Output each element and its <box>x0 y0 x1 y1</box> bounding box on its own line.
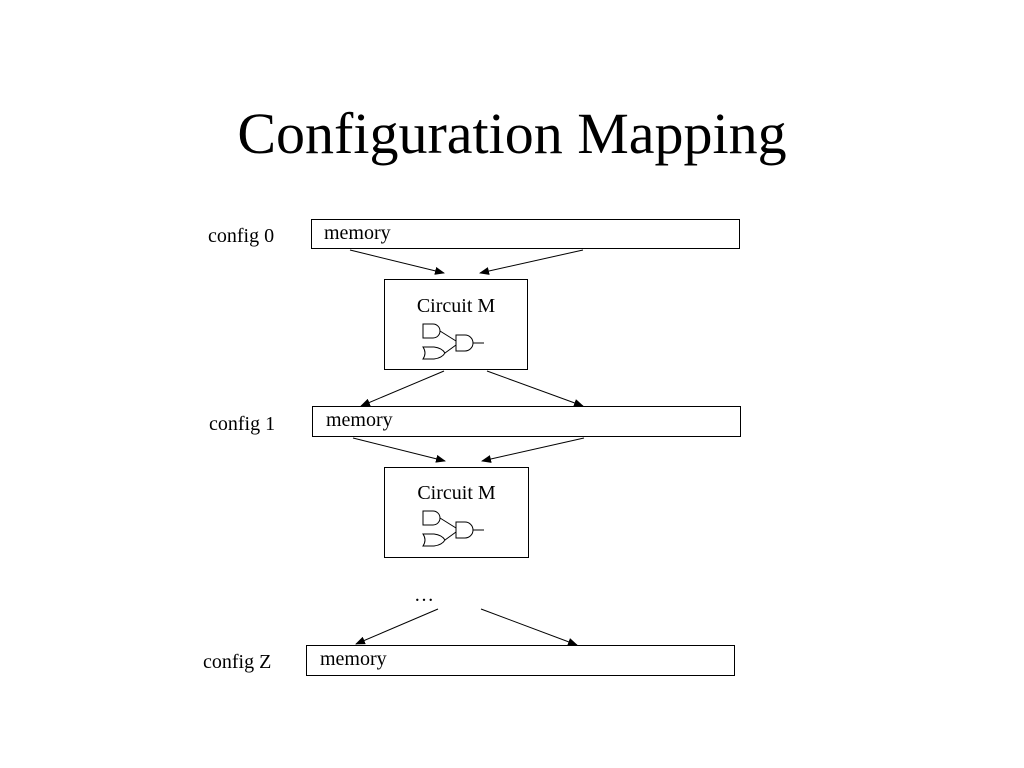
memory-block-1 <box>312 406 741 437</box>
arrow-mem0-to-circuit0-left <box>349 249 445 275</box>
memory-label-1: memory <box>326 409 393 431</box>
circuit-label-0: Circuit M <box>416 295 496 317</box>
circuit-block-0: Circuit M <box>384 279 528 370</box>
memory-block-z <box>306 645 735 676</box>
config-label-z: config Z <box>203 651 272 673</box>
arrow-mem0-to-circuit0-right <box>479 249 584 275</box>
arrow-circuit0-to-mem1-left <box>360 370 445 407</box>
arrow-ellipsis-to-memz-right <box>480 608 578 646</box>
memory-label-z: memory <box>320 648 387 670</box>
config-label-1: config 1 <box>209 413 276 435</box>
slide-title: Configuration Mapping <box>237 101 787 166</box>
memory-label-0: memory <box>324 222 391 244</box>
logic-gates-icon <box>422 510 484 547</box>
logic-gates-icon <box>422 323 484 360</box>
config-label-0: config 0 <box>208 225 275 247</box>
arrow-mem1-to-circuit1-left <box>352 437 446 463</box>
continuation-ellipsis: … <box>414 584 434 606</box>
memory-block-0 <box>311 219 740 249</box>
circuit-label-1: Circuit M <box>417 482 496 504</box>
arrow-mem1-to-circuit1-right <box>481 437 585 463</box>
arrow-ellipsis-to-memz-left <box>355 608 439 645</box>
arrow-circuit0-to-mem1-right <box>486 370 584 407</box>
circuit-block-1: Circuit M <box>384 467 529 558</box>
